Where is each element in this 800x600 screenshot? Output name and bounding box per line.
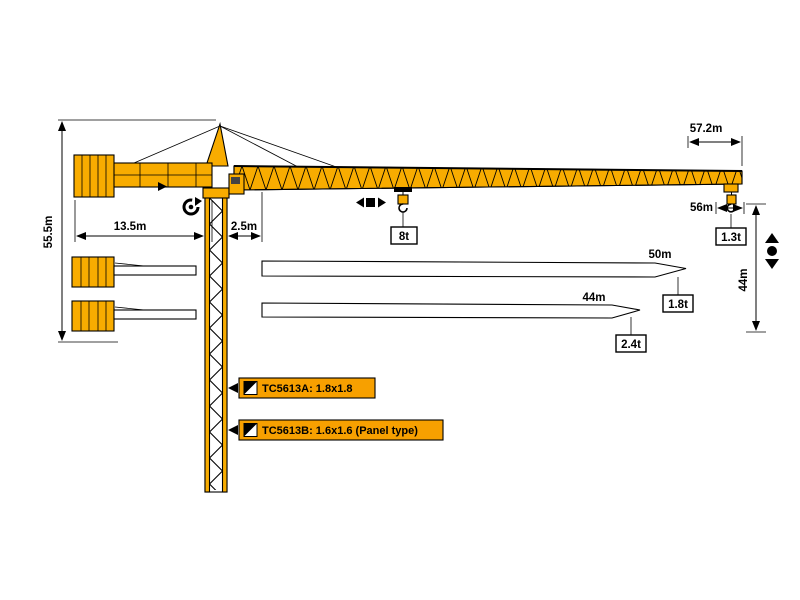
hoist-direction-icon [765, 233, 779, 269]
dim-tip-radius: 56m [690, 202, 745, 214]
counter-jib-pointer-arrow [158, 182, 167, 191]
rotation-icon [182, 197, 202, 216]
tower-head [205, 121, 229, 167]
counterjib-variant-1 [71, 256, 197, 288]
lift-height-label: 44m [738, 268, 750, 291]
counter-radius-label: 13.5m [114, 221, 147, 233]
mast-section-icon [243, 381, 258, 395]
counterweight-stack [73, 154, 115, 198]
dim-lift-height: 44m [738, 203, 766, 333]
tower-height-label: 55.5m [43, 216, 55, 249]
jib50-length-label: 50m [648, 249, 671, 261]
trolley-travel-icon [356, 197, 386, 208]
dim-jib-length: 57.2m [687, 123, 743, 166]
mid-load-callout: 8t [390, 212, 418, 245]
tip-load-callout: 1.3t [715, 214, 747, 246]
counterjib-variant-2 [71, 300, 197, 332]
main-jib [233, 165, 743, 191]
rear-offset-label: 2.5m [231, 221, 257, 233]
tip-load-label: 1.3t [721, 232, 741, 244]
dim-counter-radius: 13.5m 2.5m [74, 192, 263, 242]
model-label-b: TC5613B: 1.6x1.6 (Panel type) [228, 419, 444, 441]
pendant-lines [133, 125, 343, 170]
jib-profile-44m: 44m 2.4t [261, 292, 647, 353]
model-label-a: TC5613A: 1.8x1.8 [228, 377, 376, 399]
tip-radius-label: 56m [690, 202, 713, 214]
model-a-label: TC5613A: 1.8x1.8 [262, 383, 353, 395]
model-b-label: TC5613B: 1.6x1.6 (Panel type) [262, 425, 418, 437]
jib44-tip-load-label: 2.4t [621, 339, 641, 351]
operator-cab [228, 173, 245, 195]
jib-profile-50m: 50m 1.8t [261, 249, 694, 313]
tower-mast [202, 187, 230, 493]
mid-trolley-hook [394, 187, 412, 213]
mid-load-label: 8t [399, 231, 409, 243]
dim-tower-height: 55.5m [43, 119, 216, 343]
jib50-tip-load-label: 1.8t [668, 299, 688, 311]
counter-jib [111, 162, 213, 188]
mast-section-icon [243, 423, 258, 437]
jib-length-label: 57.2m [690, 123, 723, 135]
jib44-length-label: 44m [582, 292, 605, 304]
